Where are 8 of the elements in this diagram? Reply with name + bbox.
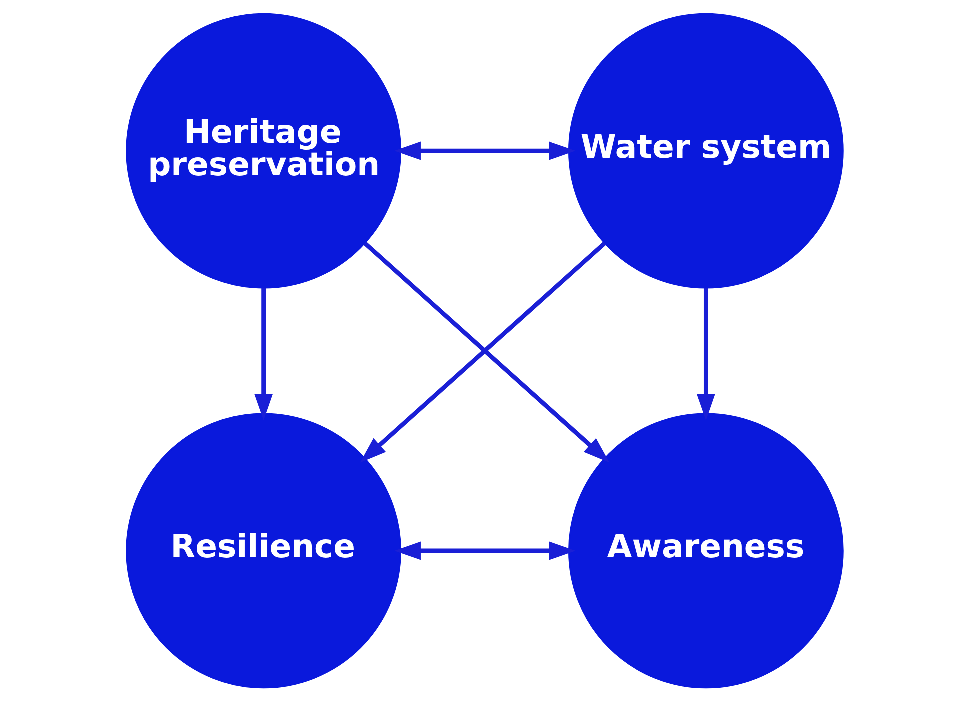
- arrow: [394, 142, 576, 160]
- node-circle: Awareness: [568, 413, 844, 689]
- arrow: [394, 542, 576, 560]
- node-circle: Heritage preservation: [126, 13, 401, 289]
- node-circle: Resilience: [126, 413, 401, 689]
- node-circle: Water system: [568, 13, 844, 289]
- arrow: [696, 288, 715, 421]
- arrow: [254, 288, 273, 421]
